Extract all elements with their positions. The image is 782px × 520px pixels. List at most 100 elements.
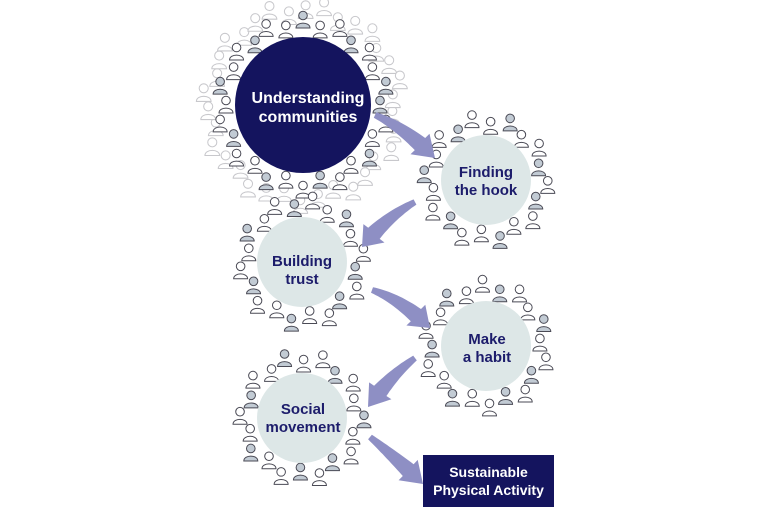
person-icon <box>229 148 245 167</box>
stage-circle-make-a-habit <box>441 301 531 391</box>
person-icon <box>492 284 508 303</box>
person-icon <box>343 155 359 174</box>
person-icon <box>464 110 480 129</box>
stage-circle-finding-the-hook <box>441 135 531 225</box>
person-icon <box>364 62 380 81</box>
arrow-icon <box>371 287 430 328</box>
person-icon <box>473 224 489 243</box>
person-icon <box>345 373 361 392</box>
person-icon <box>312 170 328 189</box>
person-icon <box>261 1 278 20</box>
person-icon <box>269 300 285 319</box>
stage-label-understanding-communities: Understanding communities <box>251 90 365 126</box>
person-icon <box>273 467 289 485</box>
person-icon <box>250 295 266 314</box>
person-icon <box>450 124 466 143</box>
person-icon <box>520 302 536 321</box>
arrow-icon <box>368 434 423 484</box>
person-icon <box>444 388 460 407</box>
outcome-label-line-1: Sustainable <box>449 464 528 480</box>
person-icon <box>436 370 452 389</box>
person-icon <box>296 354 312 373</box>
person-icon <box>464 388 480 407</box>
person-icon <box>416 165 432 184</box>
person-icon <box>439 288 455 307</box>
person-icon <box>245 370 261 389</box>
person-icon <box>319 204 335 223</box>
person-icon <box>338 209 354 228</box>
person-icon <box>218 95 234 114</box>
person-icon <box>321 308 337 327</box>
person-icon <box>240 178 256 198</box>
arrow-icon <box>368 355 417 407</box>
person-icon <box>443 211 459 230</box>
stage-circles <box>235 37 531 463</box>
person-icon <box>364 129 380 147</box>
person-icon <box>498 387 514 405</box>
person-icon <box>506 216 522 235</box>
person-icon <box>342 228 358 247</box>
person-icon <box>540 176 556 194</box>
person-icon <box>232 406 248 425</box>
person-icon <box>492 231 508 249</box>
person-icon <box>431 130 447 148</box>
stage-label-building-trust: Building trust <box>272 253 332 288</box>
person-icon <box>195 83 212 102</box>
person-icon <box>258 172 274 191</box>
person-icon <box>211 50 228 70</box>
outcome-label-line-2: Physical Activity <box>433 482 544 498</box>
person-icon <box>200 101 217 121</box>
person-icon <box>302 306 318 324</box>
person-icon <box>531 138 547 157</box>
person-icon <box>226 62 242 81</box>
person-icon <box>483 116 499 135</box>
person-icon <box>278 170 294 189</box>
arrow-icon <box>362 199 417 247</box>
stage-label-social-movement: Social movement <box>265 401 341 436</box>
outcome-box: Sustainable Physical Activity <box>423 455 554 507</box>
person-icon <box>343 35 359 54</box>
person-icon <box>536 314 552 333</box>
person-icon <box>332 291 348 310</box>
person-icon <box>513 129 529 148</box>
person-icon <box>523 365 539 384</box>
person-icon <box>292 462 308 481</box>
person-icon <box>425 202 441 221</box>
person-icon <box>525 211 541 230</box>
stage-circle-understanding-communities <box>235 37 371 173</box>
person-icon <box>315 350 331 369</box>
person-icon <box>204 137 221 157</box>
person-icon <box>378 76 394 95</box>
person-icon <box>420 359 436 377</box>
arrow-icon <box>373 112 435 158</box>
person-icon <box>356 410 372 429</box>
person-icon <box>311 468 327 486</box>
person-icon <box>247 13 264 32</box>
person-icon <box>383 142 400 161</box>
stage-label-make-a-habit: Make a habit <box>462 331 512 366</box>
person-icon <box>256 213 272 232</box>
person-icon <box>239 223 255 242</box>
person-icon <box>312 20 328 39</box>
stage-circle-building-trust <box>257 217 347 307</box>
person-icon <box>217 32 233 52</box>
person-icon <box>512 284 528 303</box>
person-icon <box>433 307 449 326</box>
person-icon <box>316 0 332 17</box>
person-icon <box>226 129 242 147</box>
person-icon <box>347 15 364 35</box>
person-icon <box>381 55 398 74</box>
person-icon <box>264 364 280 382</box>
stage-circle-social-movement <box>257 373 347 463</box>
person-icon <box>247 155 263 174</box>
person-icon <box>517 384 533 403</box>
person-icon <box>277 349 293 368</box>
person-icon <box>502 113 518 132</box>
person-icon <box>327 365 343 384</box>
person-icon <box>324 453 340 472</box>
person-icon <box>538 352 554 371</box>
person-icon <box>357 167 373 186</box>
person-icon <box>364 23 381 42</box>
person-icon <box>261 451 277 470</box>
